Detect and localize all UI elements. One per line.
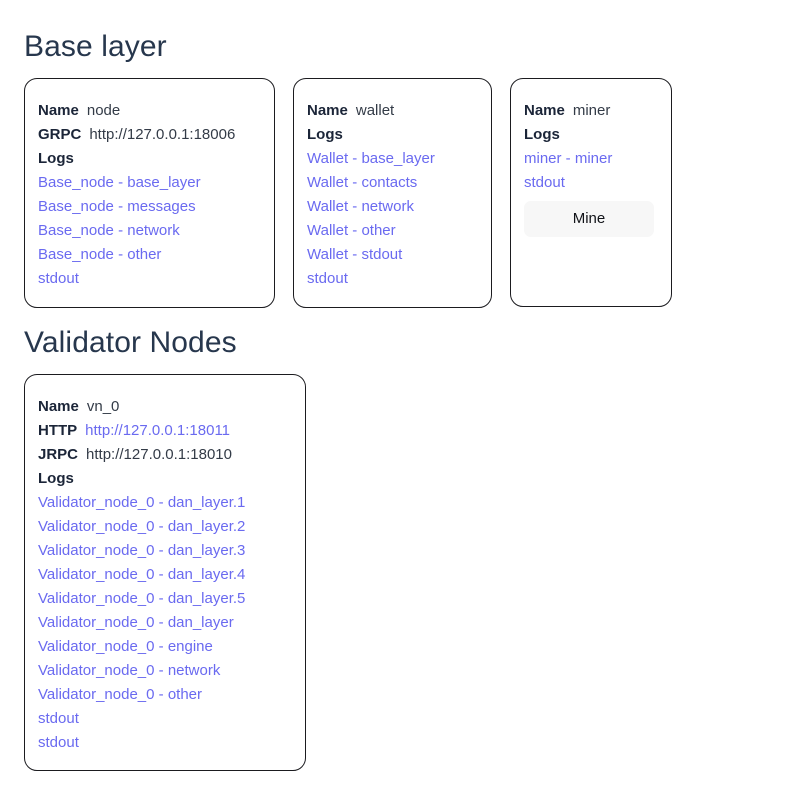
node-name-label: Name xyxy=(38,102,79,119)
log-link[interactable]: stdout xyxy=(307,270,348,287)
miner-log-list: miner - miner stdout xyxy=(524,147,655,195)
log-link[interactable]: Validator_node_0 - dan_layer.2 xyxy=(38,518,246,535)
vn-name-value: vn_0 xyxy=(86,398,120,415)
vn-http-label: HTTP xyxy=(38,422,78,439)
wallet-logs-label: Logs xyxy=(307,126,343,143)
log-link[interactable]: Validator_node_0 - dan_layer.1 xyxy=(38,494,246,511)
log-link[interactable]: Base_node - other xyxy=(38,246,162,263)
wallet-name-row: Name wallet xyxy=(307,99,475,123)
log-link[interactable]: Wallet - base_layer xyxy=(307,150,435,167)
vn-name-label: Name xyxy=(38,398,79,415)
miner-logs-label: Logs xyxy=(524,126,560,143)
node-name-row: Name node xyxy=(38,99,258,123)
validator-card-row: Name vn_0 HTTP http://127.0.0.1:18011 JR… xyxy=(24,374,793,771)
wallet-card: Name wallet Logs Wallet - base_layer Wal… xyxy=(293,78,492,308)
vn-jrpc-value: http://127.0.0.1:18010 xyxy=(86,446,232,463)
vn-logs-label: Logs xyxy=(38,470,74,487)
miner-name-row: Name miner xyxy=(524,99,655,123)
node-grpc-value: http://127.0.0.1:18006 xyxy=(89,126,236,143)
section-title-validator-nodes: Validator Nodes xyxy=(24,326,237,359)
log-link[interactable]: Validator_node_0 - other xyxy=(38,686,203,703)
wallet-name-value: wallet xyxy=(355,102,395,119)
log-link[interactable]: miner - miner xyxy=(524,150,613,167)
log-link[interactable]: Base_node - messages xyxy=(38,198,196,215)
log-link[interactable]: stdout xyxy=(38,734,79,751)
vn-name-row: Name vn_0 xyxy=(38,395,291,419)
log-link[interactable]: stdout xyxy=(524,174,565,191)
node-card: Name node GRPC http://127.0.0.1:18006 Lo… xyxy=(24,78,275,308)
log-link[interactable]: Wallet - network xyxy=(307,198,414,215)
wallet-name-label: Name xyxy=(307,102,348,119)
node-log-list: Base_node - base_layer Base_node - messa… xyxy=(38,171,258,291)
miner-card: Name miner Logs miner - miner stdout Min… xyxy=(510,78,672,307)
vn-log-list: Validator_node_0 - dan_layer.1 Validator… xyxy=(38,491,291,755)
vn-http-link[interactable]: http://127.0.0.1:18011 xyxy=(85,422,231,439)
log-link[interactable]: stdout xyxy=(38,710,79,727)
node-grpc-row: GRPC http://127.0.0.1:18006 xyxy=(38,123,258,147)
mine-button[interactable]: Mine xyxy=(524,201,654,237)
wallet-log-list: Wallet - base_layer Wallet - contacts Wa… xyxy=(307,147,475,291)
vn-http-row: HTTP http://127.0.0.1:18011 xyxy=(38,419,291,443)
log-link[interactable]: Wallet - stdout xyxy=(307,246,403,263)
miner-name-label: Name xyxy=(524,102,565,119)
node-logs-label: Logs xyxy=(38,150,74,167)
log-link[interactable]: Validator_node_0 - network xyxy=(38,662,221,679)
vn-jrpc-row: JRPC http://127.0.0.1:18010 xyxy=(38,443,291,467)
log-link[interactable]: Wallet - other xyxy=(307,222,396,239)
log-link[interactable]: Validator_node_0 - engine xyxy=(38,638,213,655)
log-link[interactable]: Base_node - base_layer xyxy=(38,174,201,191)
log-link[interactable]: Validator_node_0 - dan_layer.5 xyxy=(38,590,246,607)
log-link[interactable]: Base_node - network xyxy=(38,222,180,239)
miner-name-value: miner xyxy=(572,102,611,119)
log-link[interactable]: Validator_node_0 - dan_layer.4 xyxy=(38,566,246,583)
node-grpc-label: GRPC xyxy=(38,126,82,143)
vn-jrpc-label: JRPC xyxy=(38,446,79,463)
log-link[interactable]: Wallet - contacts xyxy=(307,174,418,191)
validator-node-card: Name vn_0 HTTP http://127.0.0.1:18011 JR… xyxy=(24,374,306,771)
log-link[interactable]: Validator_node_0 - dan_layer.3 xyxy=(38,542,246,559)
base-layer-card-row: Name node GRPC http://127.0.0.1:18006 Lo… xyxy=(24,78,793,308)
node-name-value: node xyxy=(86,102,121,119)
log-link[interactable]: stdout xyxy=(38,270,79,287)
log-link[interactable]: Validator_node_0 - dan_layer xyxy=(38,614,234,631)
section-title-base-layer: Base layer xyxy=(24,30,167,63)
